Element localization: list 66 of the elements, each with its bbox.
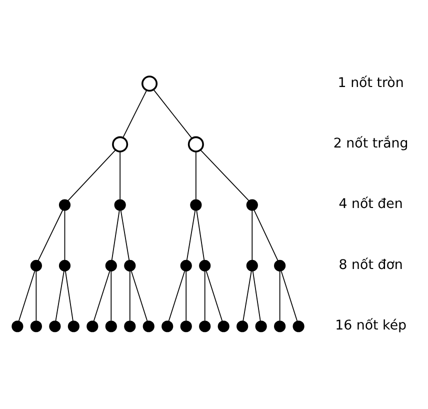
- node-circle: [218, 320, 230, 332]
- node-circle: [162, 320, 174, 332]
- connector: [252, 270, 261, 321]
- connector: [168, 270, 186, 321]
- label: 1 nốt tròn: [338, 75, 404, 90]
- node-circle: [114, 198, 126, 210]
- connector: [18, 270, 36, 321]
- connector: [122, 89, 148, 138]
- label: 2 nốt trắng: [333, 136, 408, 151]
- node-circle: [105, 259, 117, 271]
- node-circle: [246, 198, 258, 210]
- connector: [195, 150, 196, 200]
- connector: [55, 270, 64, 321]
- node-circle: [12, 320, 24, 332]
- connector: [204, 270, 206, 321]
- node-circle: [30, 259, 42, 271]
- connector: [65, 270, 74, 321]
- node-circle: [292, 320, 304, 332]
- node-circle: [199, 320, 211, 332]
- label: 8 nốt đơn: [338, 257, 403, 272]
- label: 4 nốt đen: [338, 196, 403, 212]
- connector: [254, 209, 278, 261]
- connector: [206, 270, 223, 321]
- node-circle: [86, 320, 98, 332]
- connector: [120, 210, 130, 260]
- node-circle: [274, 320, 286, 332]
- connector: [111, 210, 120, 260]
- label: 16 nốt kép: [335, 318, 407, 333]
- node-circle: [180, 259, 192, 271]
- connector: [110, 270, 112, 321]
- node-circle: [142, 320, 154, 332]
- connector: [280, 270, 298, 321]
- connector: [36, 270, 37, 321]
- node-circle: [188, 136, 204, 152]
- node-circle: [68, 320, 80, 332]
- node-circle: [112, 136, 128, 152]
- connector: [153, 89, 192, 138]
- node-circle: [58, 198, 71, 210]
- node-circle: [58, 259, 71, 271]
- connector: [38, 209, 64, 261]
- connector: [279, 270, 280, 321]
- node-circle: [246, 259, 258, 271]
- node-circle: [49, 320, 61, 332]
- connector: [120, 150, 121, 200]
- node-circle: [255, 320, 267, 332]
- node-circle: [236, 320, 248, 332]
- node-circle: [124, 320, 136, 332]
- node-circle: [274, 259, 286, 271]
- node-circle: [105, 320, 117, 332]
- connector: [252, 210, 253, 260]
- node-circle: [142, 75, 158, 92]
- node-circle: [190, 198, 202, 210]
- connector: [186, 210, 196, 260]
- connector: [68, 149, 116, 201]
- connector: [200, 149, 250, 201]
- node-circle: [30, 320, 42, 332]
- connector: [64, 210, 66, 260]
- connector: [196, 210, 205, 260]
- node-circle: [124, 259, 136, 271]
- connector: [93, 270, 110, 321]
- connector: [186, 270, 187, 321]
- node-circle: [180, 320, 192, 332]
- connector: [130, 270, 148, 321]
- connector: [242, 270, 252, 321]
- connector: [129, 270, 130, 321]
- node-circle: [199, 259, 211, 271]
